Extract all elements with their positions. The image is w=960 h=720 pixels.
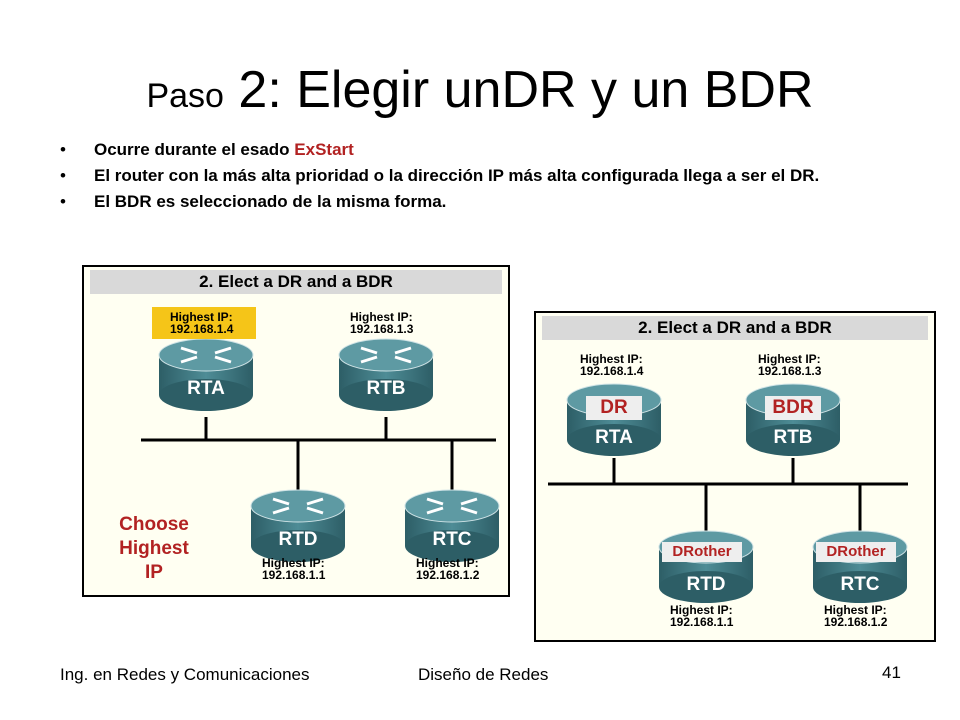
ip-label-rta: Highest IP: 192.168.1.4: [580, 353, 643, 377]
ip-value: 192.168.1.1: [262, 568, 326, 582]
exstart-highlight: ExStart: [294, 140, 354, 159]
ip-value: 192.168.1.3: [758, 364, 822, 378]
ip-title: Highest IP:: [416, 556, 479, 570]
router-rtb-icon: RTB: [338, 338, 434, 411]
bullet-text: El BDR es seleccionado de la misma forma…: [94, 192, 447, 211]
router-rta-icon: RTA: [566, 383, 662, 456]
page-number: 41: [882, 663, 901, 682]
ip-value: 192.168.1.4: [580, 364, 644, 378]
footer-center: Diseño de Redes: [418, 665, 549, 684]
choose-highest-ip-caption: Choose Highest IP: [102, 513, 206, 585]
role-badge-bdr: BDR: [765, 396, 821, 420]
role-badge-dr: DR: [586, 396, 642, 420]
ip-label-rtd: Highest IP: 192.168.1.1: [670, 604, 733, 628]
bullet-text: Ocurre durante el esado: [94, 140, 295, 159]
caption-line: IP: [145, 562, 163, 583]
title-prefix: Paso: [146, 77, 224, 115]
diagram-panel-left: 2. Elect a DR and a BDR RTA: [82, 265, 510, 597]
bullet-dot: •: [60, 140, 66, 159]
ip-title: Highest IP:: [824, 603, 887, 617]
router-rtc-icon: RTC: [404, 489, 500, 562]
ip-label-rtc: Highest IP: 192.168.1.2: [824, 604, 887, 628]
ip-value: 192.168.1.2: [824, 615, 888, 629]
bullet-item: • El router con la más alta prioridad o l…: [60, 166, 920, 186]
ip-label-rtb: Highest IP: 192.168.1.3: [350, 311, 413, 335]
caption-line: Highest: [119, 538, 189, 559]
ip-value: 192.168.1.4: [170, 322, 234, 336]
ip-title: Highest IP:: [670, 603, 733, 617]
bullet-dot: •: [60, 192, 66, 211]
ip-value: 192.168.1.3: [350, 322, 414, 336]
router-label: RTA: [187, 378, 225, 399]
bullet-item: • Ocurre durante el esado ExStart: [60, 140, 920, 160]
router-rtb-icon: RTB: [745, 383, 841, 456]
role-badge-drother: DRother: [816, 542, 896, 562]
ip-label-rtc: Highest IP: 192.168.1.2: [416, 557, 479, 581]
ip-title: Highest IP:: [350, 310, 413, 324]
slide-title: Paso 2: Elegir unDR y un BDR: [0, 60, 960, 126]
ip-value: 192.168.1.1: [670, 615, 734, 629]
ip-title: Highest IP:: [758, 352, 821, 366]
ip-title: Highest IP:: [170, 310, 233, 324]
title-rest: 2: Elegir unDR y un BDR: [223, 61, 814, 119]
router-label: RTB: [773, 427, 812, 448]
ip-label-rtd: Highest IP: 192.168.1.1: [262, 557, 325, 581]
router-label: RTC: [840, 574, 879, 595]
router-rtd-icon: RTD: [250, 489, 346, 562]
bullet-dot: •: [60, 166, 66, 185]
router-label: RTC: [432, 529, 471, 550]
bullet-list: • Ocurre durante el esado ExStart • El rou…: [60, 140, 920, 218]
ip-title: Highest IP:: [262, 556, 325, 570]
panel-header: 2. Elect a DR and a BDR: [90, 270, 502, 294]
ip-label-rta: Highest IP: 192.168.1.4: [152, 307, 256, 339]
ip-title: Highest IP:: [580, 352, 643, 366]
caption-line: Choose: [119, 514, 189, 535]
router-label: RTD: [278, 529, 317, 550]
diagram-panel-right: 2. Elect a DR and a BDR RTA RTB: [534, 311, 936, 642]
bullet-item: • El BDR es seleccionado de la misma for…: [60, 192, 920, 212]
network-diagram-left: RTA RTB RTD RTC: [141, 338, 500, 562]
router-rta-icon: RTA: [158, 338, 254, 411]
bullet-text: El router con la más alta prioridad o la…: [94, 166, 820, 185]
router-label: RTD: [686, 574, 725, 595]
router-label: RTA: [595, 427, 633, 448]
ip-label-rtb: Highest IP: 192.168.1.3: [758, 353, 821, 377]
footer-left: Ing. en Redes y Comunicaciones: [60, 665, 310, 684]
router-label: RTB: [366, 378, 405, 399]
role-badge-drother: DRother: [662, 542, 742, 562]
ip-value: 192.168.1.2: [416, 568, 480, 582]
panel-header: 2. Elect a DR and a BDR: [542, 316, 928, 340]
